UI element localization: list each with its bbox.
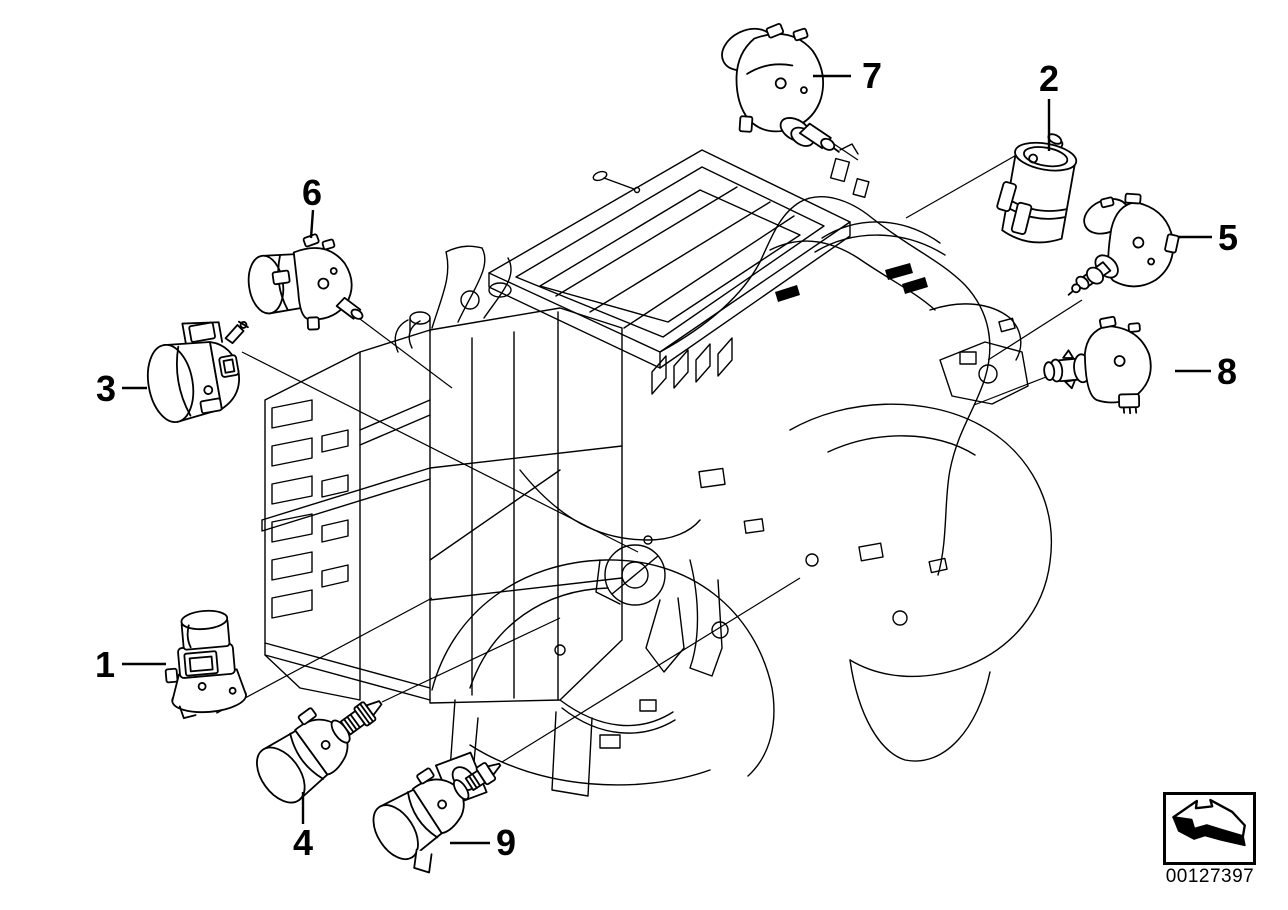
callout-leader-lines [122, 74, 1212, 845]
install-leader-lines [213, 135, 1083, 763]
hvac-housing-drawing [261, 143, 1052, 797]
callout-3[interactable]: 3 [95, 368, 117, 409]
callout-4[interactable]: 4 [292, 822, 314, 863]
actuator-3-drawing [146, 320, 249, 423]
callout-6[interactable]: 6 [301, 172, 323, 213]
sensor-2-drawing [996, 133, 1078, 244]
actuator-7-drawing [721, 22, 840, 153]
callout-2[interactable]: 2 [1038, 58, 1060, 99]
actuator-4-drawing [256, 700, 383, 804]
page-turn-arrow-icon [1172, 798, 1246, 846]
doc-logo-box [1163, 792, 1256, 865]
actuator-1-drawing [164, 609, 247, 720]
doc-number: 00127397 [1165, 866, 1255, 887]
callout-1[interactable]: 1 [94, 644, 116, 685]
actuator-6-drawing [247, 233, 364, 331]
actuator-9-drawing [372, 751, 502, 874]
callout-7[interactable]: 7 [861, 55, 883, 96]
callout-9[interactable]: 9 [495, 822, 517, 863]
actuator-8-drawing [1043, 315, 1152, 415]
callout-5[interactable]: 5 [1217, 217, 1239, 258]
actuator-5-drawing [1067, 192, 1180, 296]
callout-8[interactable]: 8 [1216, 351, 1238, 392]
